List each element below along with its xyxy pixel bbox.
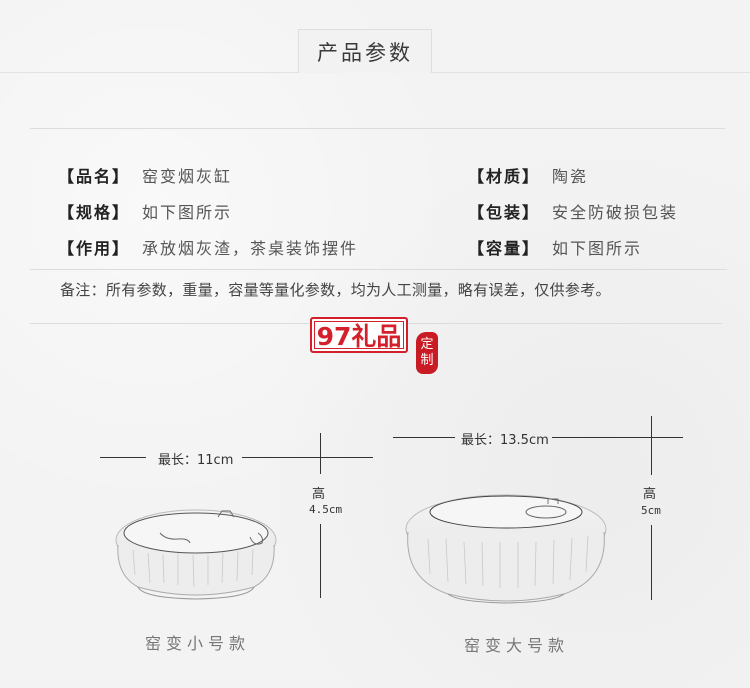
section-title-box: 产品参数	[298, 29, 432, 73]
spec-value: 承放烟灰渣，茶桌装饰摆件	[142, 239, 359, 258]
custom-seal-stamp: 定 制	[416, 332, 438, 374]
height-value: 5cm	[641, 504, 661, 517]
small-ashtray-image	[115, 509, 277, 600]
spec-row-packaging: 【包装】 安全防破损包装	[468, 199, 678, 223]
spec-value: 如下图所示	[552, 239, 643, 258]
spec-label: 【作用】	[58, 239, 131, 258]
length-line-right	[552, 437, 683, 438]
product-caption: 窑变小号款	[145, 634, 251, 653]
height-label: 高	[312, 487, 326, 502]
height-line-bottom	[651, 525, 652, 600]
spec-label: 【规格】	[58, 203, 131, 222]
section-title: 产品参数	[317, 40, 413, 65]
height-label: 高	[643, 487, 657, 502]
spec-row-size: 【规格】 如下图所示	[58, 199, 232, 223]
seal-char-2: 制	[420, 353, 434, 368]
spec-row-usage: 【作用】 承放烟灰渣，茶桌装饰摆件	[58, 235, 358, 259]
spec-row-material: 【材质】 陶瓷	[468, 163, 588, 187]
spec-label: 【材质】	[468, 167, 541, 186]
disclaimer-note: 备注：所有参数，重量，容量等量化参数，均为人工测量，略有误差，仅供参考。	[60, 281, 611, 299]
spec-top-divider	[30, 128, 725, 129]
spec-row-name: 【品名】 窑变烟灰缸	[58, 163, 232, 187]
spec-bottom-divider	[30, 269, 727, 270]
spec-label: 【包装】	[468, 203, 541, 222]
brand-logo-text: 97礼品	[316, 322, 402, 351]
large-ashtray-image	[405, 494, 607, 604]
spec-value: 安全防破损包装	[552, 203, 679, 222]
seal-char-1: 定	[420, 337, 434, 352]
product-caption: 窑变大号款	[464, 636, 570, 655]
height-line-top	[651, 416, 652, 475]
spec-row-capacity: 【容量】 如下图所示	[468, 235, 642, 259]
length-label: 最长：13.5cm	[461, 433, 549, 448]
spec-label: 【容量】	[468, 239, 541, 258]
length-line-right	[242, 457, 373, 458]
height-line-top	[320, 433, 321, 474]
spec-value: 陶瓷	[552, 167, 589, 186]
height-value: 4.5cm	[309, 503, 343, 516]
brand-logo: 97礼品	[310, 317, 408, 353]
length-line-left	[393, 437, 455, 438]
spec-label: 【品名】	[58, 167, 131, 186]
length-line-left	[100, 457, 146, 458]
spec-value: 如下图所示	[142, 203, 233, 222]
height-line-bottom	[320, 524, 321, 598]
spec-value: 窑变烟灰缸	[142, 167, 233, 186]
length-label: 最长：11cm	[158, 453, 234, 468]
